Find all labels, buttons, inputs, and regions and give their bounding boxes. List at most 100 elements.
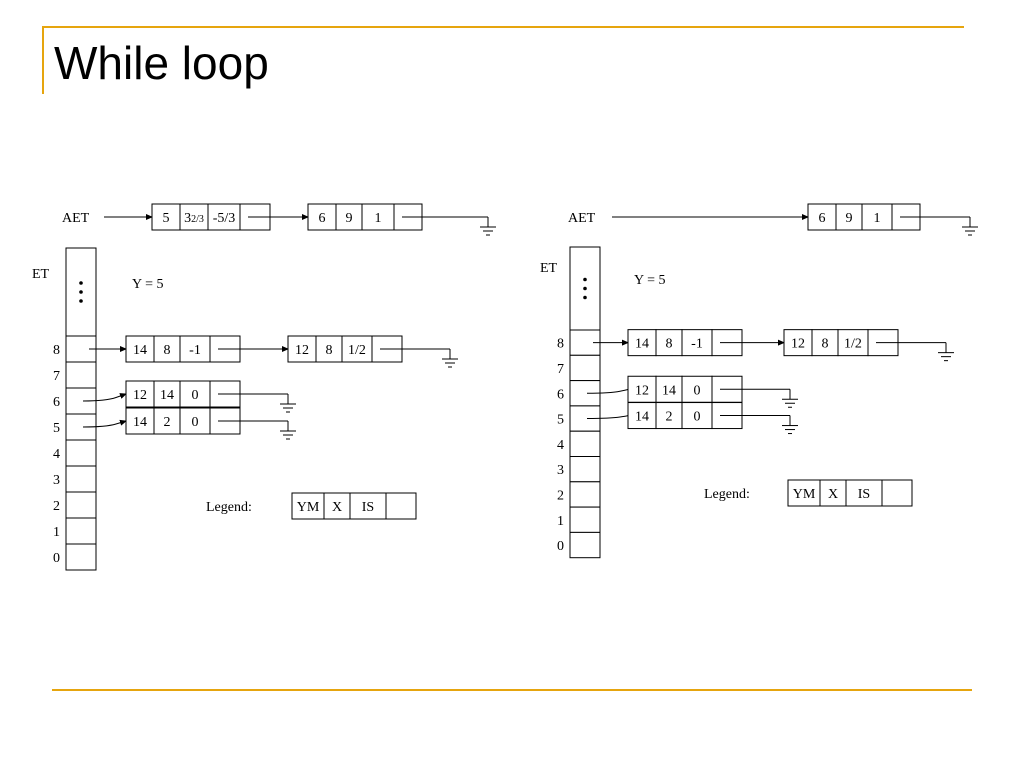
slide-title: While loop <box>54 37 269 89</box>
et-dot <box>583 286 587 291</box>
et-row-label: 1 <box>557 514 564 529</box>
et-bucket-arrow <box>82 419 127 428</box>
node-value: 12 <box>133 388 147 403</box>
node-cell <box>655 329 683 357</box>
node-cell <box>335 203 363 231</box>
et-row-cell <box>65 465 97 493</box>
et-row-cell <box>569 481 601 508</box>
node-value: 14 <box>133 343 147 358</box>
footer-accent-line <box>52 689 972 691</box>
legend-cell <box>787 479 821 507</box>
et-null-ground <box>938 342 954 362</box>
node-cell <box>811 329 839 357</box>
legend-cell <box>323 492 351 520</box>
et-row-label: 2 <box>557 488 564 503</box>
node-value: 14 <box>662 383 676 398</box>
node-cell <box>179 203 209 231</box>
et-row-label: 7 <box>557 362 564 377</box>
et-row-cell <box>569 354 601 382</box>
node-value: 9 <box>846 211 853 226</box>
et-row-cell <box>569 430 601 458</box>
node-value: 8 <box>326 343 333 358</box>
legend-cell <box>819 479 847 507</box>
node-value: 12 <box>635 383 649 398</box>
node-value: 12 <box>295 343 309 358</box>
node-value: 2 <box>164 415 171 430</box>
node-cell <box>341 335 373 363</box>
et-row-label: 0 <box>53 551 60 566</box>
et-label: ET <box>32 267 50 282</box>
node-value: 0 <box>192 415 199 430</box>
legend-field: IS <box>858 487 870 502</box>
title-accent-tick <box>42 26 44 94</box>
node-value: 1 <box>874 211 881 226</box>
node-value: 14 <box>635 410 649 425</box>
et-row-label: 3 <box>53 473 60 488</box>
legend-field: IS <box>362 500 374 515</box>
et-dot <box>79 281 83 285</box>
et-dot <box>583 277 587 282</box>
node-cell <box>837 329 869 357</box>
et-dot <box>583 295 587 300</box>
aet-label: AET <box>568 211 596 226</box>
node-value: -1 <box>691 337 703 352</box>
node-cell <box>179 407 211 435</box>
node-cell <box>361 203 395 231</box>
et-row-label: 2 <box>53 499 60 514</box>
et-row-label: 6 <box>53 395 60 410</box>
node-value: 8 <box>822 337 829 352</box>
et-row-cell <box>65 517 97 545</box>
et-dot <box>79 290 83 294</box>
et-row-cell <box>569 456 601 483</box>
node-cell <box>153 380 181 408</box>
node-value: 32/3 <box>184 211 204 226</box>
et-row-cell <box>65 439 97 467</box>
node-cell <box>681 375 713 403</box>
node-value: 0 <box>694 383 701 398</box>
node-cell <box>627 375 657 403</box>
node-cell <box>153 335 181 363</box>
node-value: 6 <box>819 211 826 226</box>
scanline-y-label: Y = 5 <box>634 273 666 288</box>
node-value: 14 <box>160 388 174 403</box>
aet-label: AET <box>62 211 90 226</box>
scanline-y-label: Y = 5 <box>132 277 164 292</box>
node-value: 8 <box>666 337 673 352</box>
node-cell <box>179 380 211 408</box>
et-dot <box>79 299 83 303</box>
node-value: 14 <box>133 415 147 430</box>
et-row-label: 8 <box>53 343 60 358</box>
et-row-cell <box>65 543 97 571</box>
legend-field: X <box>828 487 838 502</box>
legend-field: YM <box>297 500 320 515</box>
node-value: 0 <box>694 410 701 425</box>
aet-null-ground <box>480 217 496 236</box>
node-value: 1/2 <box>348 343 366 358</box>
et-row-label: 6 <box>557 387 564 402</box>
et-bucket-arrow <box>82 393 127 402</box>
node-cell <box>681 329 713 357</box>
node-cell <box>627 402 657 430</box>
node-value: 1 <box>375 211 382 226</box>
et-row-label: 3 <box>557 463 564 478</box>
et-row-label: 7 <box>53 369 60 384</box>
et-row-cell <box>65 491 97 519</box>
et-row-cell <box>569 531 601 559</box>
et-row-label: 1 <box>53 525 60 540</box>
legend-pointer-cell <box>881 479 913 507</box>
et-row-cell <box>569 506 601 533</box>
node-cell <box>627 329 657 357</box>
node-value: -5/3 <box>213 211 236 226</box>
legend-cell <box>349 492 387 520</box>
node-value: 9 <box>346 211 353 226</box>
node-value: -1 <box>189 343 201 358</box>
node-value: 5 <box>163 211 170 226</box>
legend-pointer-cell <box>385 492 417 520</box>
et-null-ground <box>782 415 798 435</box>
